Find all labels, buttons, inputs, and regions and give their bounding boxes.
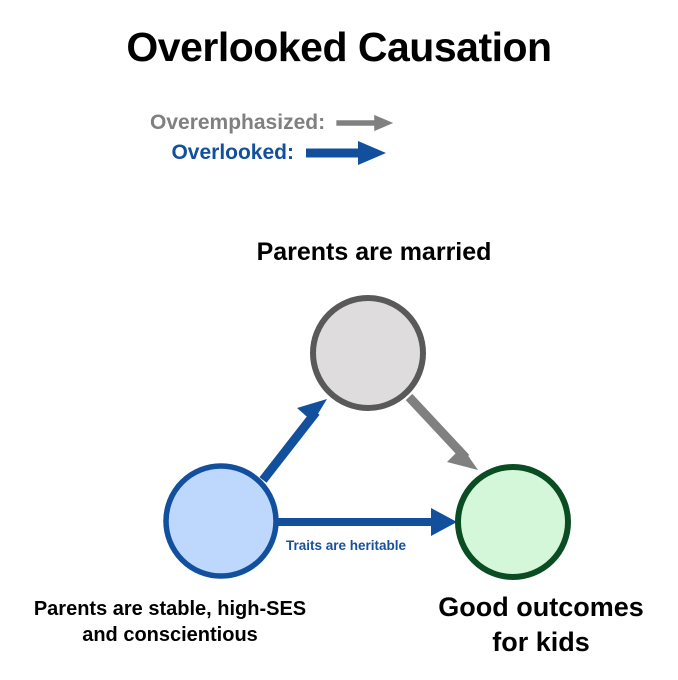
node-label-parents-line1: Parents are stable, high-SES xyxy=(33,598,307,620)
edge-parents-to-married xyxy=(259,399,327,483)
edge-parents-to-outcomes xyxy=(276,508,457,536)
gray-arrow-icon xyxy=(336,114,394,132)
node-label-outcomes: Good outcomes for kids xyxy=(404,590,678,660)
node-outcomes-circle[interactable] xyxy=(455,464,571,580)
blue-arrow-icon xyxy=(306,141,386,165)
node-label-outcomes-line2: for kids xyxy=(492,627,590,657)
legend-item-overemphasized: Overemphasized: xyxy=(150,108,400,138)
page-title: Overlooked Causation xyxy=(126,24,552,70)
node-label-married: Parents are married xyxy=(256,238,492,266)
node-label-parents: Parents are stable, high-SES and conscie… xyxy=(0,596,340,648)
node-parents-circle[interactable] xyxy=(163,463,279,579)
node-label-parents-line2: and conscientious xyxy=(82,624,258,646)
legend-item-overlooked: Overlooked: xyxy=(150,138,400,168)
legend-label-overemphasized: Overemphasized: xyxy=(150,111,326,134)
legend-label-overlooked: Overlooked: xyxy=(171,141,294,164)
node-label-outcomes-line1: Good outcomes xyxy=(438,592,644,622)
legend: Overemphasized: Overlooked: xyxy=(150,108,400,168)
node-married-circle[interactable] xyxy=(310,295,426,411)
edge-label-traits-are-heritable: Traits are heritable xyxy=(286,538,407,553)
edge-married-to-outcomes xyxy=(405,393,478,470)
